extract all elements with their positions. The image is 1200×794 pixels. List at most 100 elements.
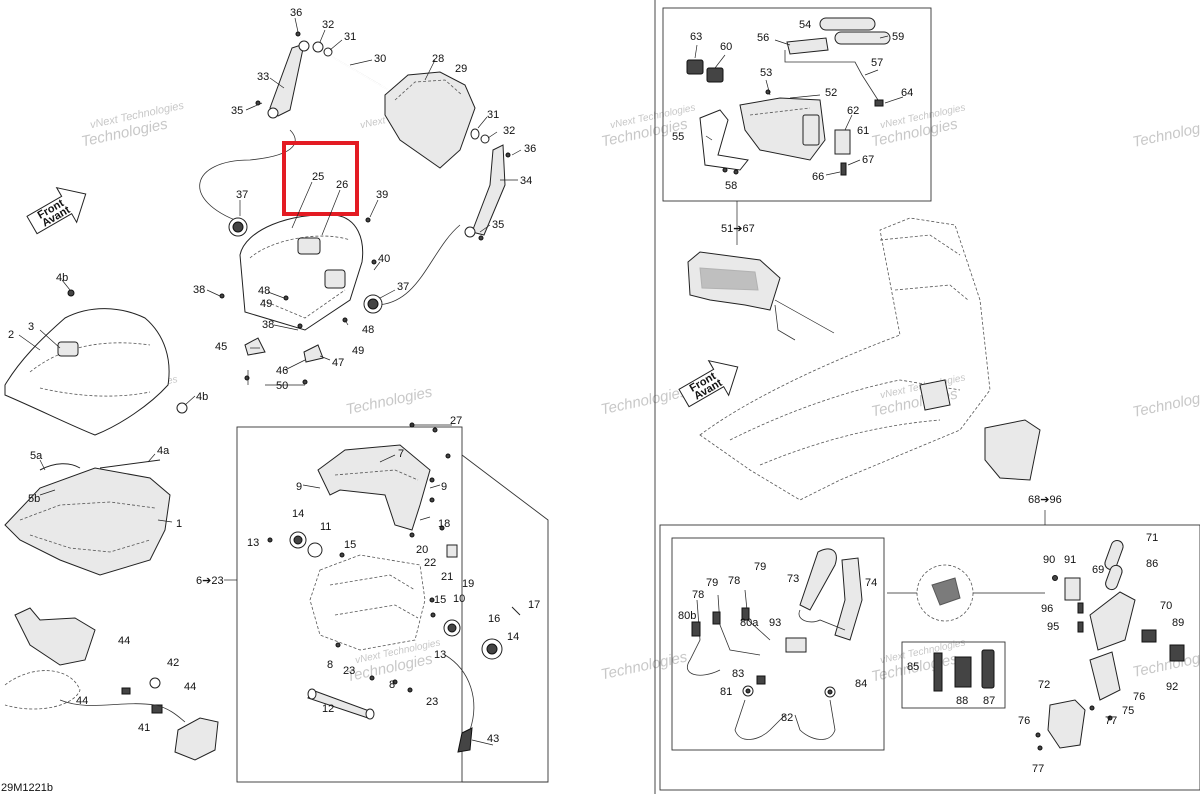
callout-10: 10 (453, 593, 465, 605)
callout-70: 70 (1160, 600, 1172, 612)
callout-72: 72 (1038, 679, 1050, 691)
callout-77: 77 (1105, 715, 1117, 727)
callout-3: 3 (28, 321, 34, 333)
callout-34: 34 (520, 175, 532, 187)
callouts: 36 32 31 30 33 28 29 35 31 32 36 34 35 2… (1, 7, 1184, 794)
svg-text:Technologies: Technologies (1131, 646, 1200, 681)
callout-71: 71 (1146, 532, 1158, 544)
svg-text:Technologies: Technologies (1131, 386, 1200, 421)
callout-11: 11 (320, 521, 331, 533)
callout-44c: 44 (76, 695, 88, 707)
svg-text:Technologies: Technologies (344, 383, 434, 418)
callout-22: 22 (424, 557, 436, 569)
callout-41: 41 (138, 722, 150, 734)
callout-43: 43 (487, 733, 499, 745)
callout-38b: 38 (262, 319, 274, 331)
callout-54: 54 (799, 19, 811, 31)
callout-59: 59 (892, 31, 904, 43)
callout-58: 58 (725, 180, 737, 192)
callout-32b: 32 (503, 125, 515, 137)
full-seat-assembly: Front Avant (678, 217, 1041, 501)
callout-40: 40 (378, 253, 390, 265)
callout-29: 29 (455, 63, 467, 75)
svg-text:Technologies: Technologies (599, 648, 689, 683)
callout-44b: 44 (184, 681, 196, 693)
callout-31: 31 (344, 31, 356, 43)
callout-47: 47 (332, 357, 344, 369)
callout-93: 93 (769, 617, 781, 629)
callout-63: 63 (690, 31, 702, 43)
callout-36: 36 (290, 7, 302, 19)
callout-16: 16 (488, 613, 500, 625)
callout-49: 49 (260, 298, 272, 310)
callout-82: 82 (781, 712, 793, 724)
callout-36b: 36 (524, 143, 536, 155)
callout-76b: 76 (1018, 715, 1030, 727)
callout-90: 90 (1043, 554, 1055, 566)
callout-86: 86 (1146, 558, 1158, 570)
callout-79b: 79 (754, 561, 766, 573)
callout-60: 60 (720, 41, 732, 53)
callout-25: 25 (312, 171, 324, 183)
callout-55: 55 (672, 131, 684, 143)
callout-32: 32 (322, 19, 334, 31)
callout-84: 84 (855, 678, 867, 690)
callout-48b: 48 (362, 324, 374, 336)
electrical-group-frame (659, 524, 1200, 791)
callout-39: 39 (376, 189, 388, 201)
callout-75: 75 (1122, 705, 1134, 717)
callout-14b: 14 (507, 631, 519, 643)
callout-61: 61 (857, 125, 869, 137)
callout-35: 35 (231, 105, 243, 117)
callout-83: 83 (732, 668, 744, 680)
callout-51-67: 51➔67 (721, 223, 755, 235)
grip-heater-group-frame (662, 7, 932, 202)
callout-4b: 4b (56, 272, 68, 284)
callout-9b: 9 (441, 481, 447, 493)
callout-2: 2 (8, 329, 14, 341)
callout-7: 7 (398, 448, 404, 460)
callout-4a: 4a (157, 445, 170, 457)
callout-37: 37 (236, 189, 248, 201)
callout-17: 17 (528, 599, 540, 611)
callout-26: 26 (336, 179, 348, 191)
callout-31b: 31 (487, 109, 499, 121)
callout-28: 28 (432, 53, 444, 65)
svg-text:Technologies: Technologies (599, 383, 689, 418)
callout-78b: 78 (728, 575, 740, 587)
callout-49b: 49 (352, 345, 364, 357)
callout-21: 21 (441, 571, 453, 583)
callout-13: 13 (247, 537, 259, 549)
callout-67: 67 (862, 154, 874, 166)
callout-62: 62 (847, 105, 859, 117)
electrical-group (687, 540, 1185, 751)
callout-89: 89 (1172, 617, 1184, 629)
callout-8b: 8 (389, 679, 395, 691)
callout-8: 8 (327, 659, 333, 671)
callout-80b: 80b (678, 610, 696, 622)
callout-56: 56 (757, 32, 769, 44)
callout-37b: 37 (397, 281, 409, 293)
callout-48: 48 (258, 285, 270, 297)
callout-35b: 35 (492, 219, 504, 231)
callout-44: 44 (118, 635, 130, 647)
callout-52: 52 (825, 87, 837, 99)
backrest-assembly: Front Avant (26, 31, 511, 385)
backrest-mechanism (267, 422, 521, 753)
drawing-number: 29M1221b (1, 782, 53, 794)
callout-95: 95 (1047, 621, 1059, 633)
callout-23b: 23 (426, 696, 438, 708)
callout-9: 9 (296, 481, 302, 493)
highlight-box (282, 141, 359, 216)
callout-23: 23 (343, 665, 355, 677)
callout-53: 53 (760, 67, 772, 79)
callout-42: 42 (167, 657, 179, 669)
callout-96: 96 (1041, 603, 1053, 615)
callout-57: 57 (871, 57, 883, 69)
callout-15: 15 (344, 539, 356, 551)
callout-12: 12 (322, 703, 334, 715)
leader-lines (18, 17, 904, 746)
callout-85: 85 (907, 661, 919, 673)
